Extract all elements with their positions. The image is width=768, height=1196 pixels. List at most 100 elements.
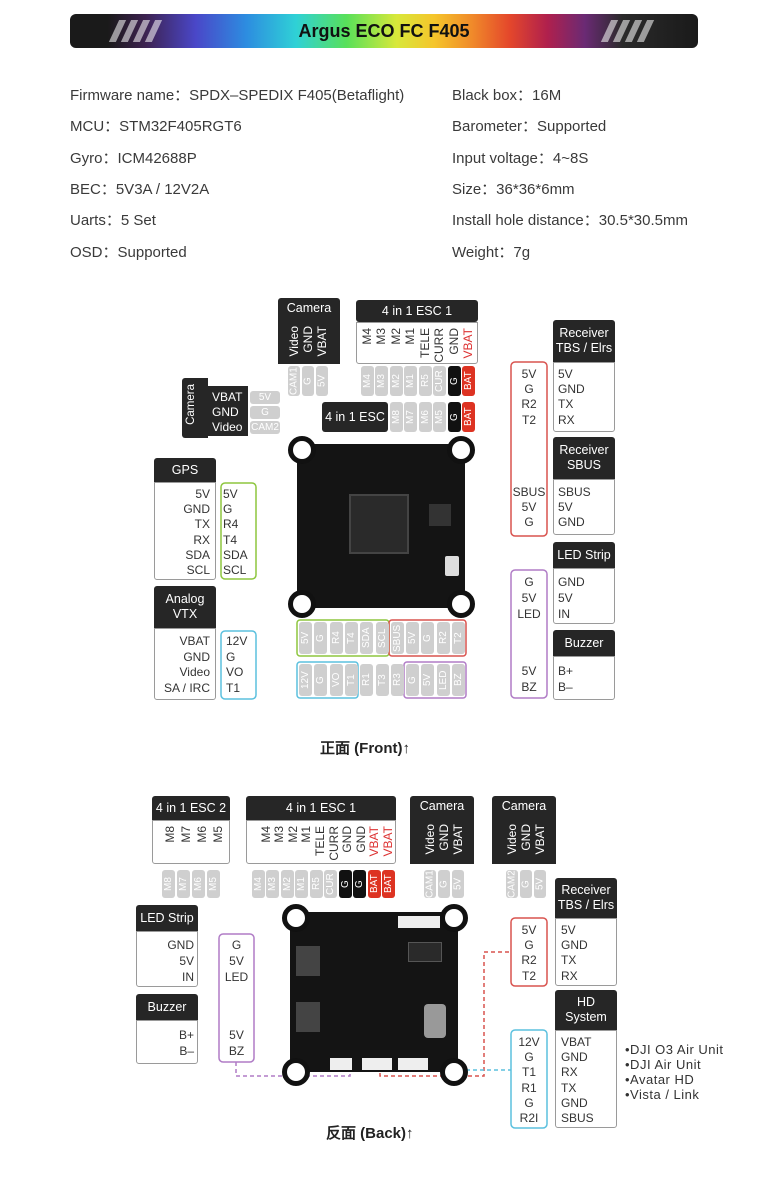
esc-pad: M2 xyxy=(389,366,403,396)
back-rx-fc-label: T2 xyxy=(521,968,536,983)
back-esc2-header: 4 in 1 ESC 2 xyxy=(152,796,230,820)
rx-fc-label: T2 xyxy=(521,412,536,427)
back-buzzer-pin-label: B+ xyxy=(178,1028,194,1042)
camera2-pin-label: Video xyxy=(212,420,243,434)
hd-compat-item: •Avatar HD xyxy=(625,1072,695,1087)
back-esc1-pin-label: VBAT xyxy=(367,826,382,857)
back-led-fc-label: G xyxy=(231,938,242,952)
rx-pin-label: RX xyxy=(558,412,575,427)
back-led-fc-label: 5V xyxy=(229,954,244,968)
led-pin-label: IN xyxy=(558,607,570,621)
back-rx-pin-label: GND xyxy=(561,938,588,953)
back-esc1-box xyxy=(246,820,396,864)
boot-button xyxy=(445,556,459,576)
back-esc2-pad: M8 xyxy=(162,870,175,898)
spec-line: Weight：7g xyxy=(452,243,531,261)
hd-fc-label: R2I xyxy=(519,1111,539,1125)
mount-hole xyxy=(440,904,468,932)
rx-fc-label: 5V xyxy=(521,367,537,381)
title-banner: Argus ECO FC F405 xyxy=(70,14,698,48)
mount-hole xyxy=(447,436,475,464)
gps-pin-label: SCL xyxy=(186,563,210,577)
back-camera1-pad: CAM1 xyxy=(424,870,436,898)
mount-hole xyxy=(282,904,310,932)
hd-pin-label: GND xyxy=(561,1050,588,1065)
front-buzzer-box xyxy=(553,656,615,700)
back-esc2-pad: M7 xyxy=(177,870,190,898)
back-esc2-pad: M6 xyxy=(192,870,205,898)
back-buzzer-fc-label: 5V xyxy=(229,1028,244,1042)
esc2-pad: M6 xyxy=(418,402,432,432)
inductor xyxy=(296,946,320,976)
back-esc1-pad: M4 xyxy=(251,870,265,898)
sbus-fc-label: SBUS xyxy=(512,485,546,499)
back-buzzer-header: Buzzer xyxy=(136,994,198,1020)
hd-pin-label: RX xyxy=(561,1065,578,1080)
bottom-pad-row1: T2 xyxy=(452,622,465,654)
spec-line: Gyro：ICM42688P xyxy=(70,149,197,167)
back-camera2-pad: 5V xyxy=(534,870,546,898)
bottom-pad-row1: T4 xyxy=(344,622,358,654)
camera2-pin-label: VBAT xyxy=(212,390,243,404)
front-camera1-body xyxy=(278,318,340,364)
back-esc1-pad: R5 xyxy=(309,870,323,898)
fc-board-back xyxy=(290,912,458,1072)
vtx-pin-label: VBAT xyxy=(179,634,210,648)
gps-fc-label: SDA xyxy=(223,547,248,562)
mount-hole xyxy=(447,590,475,618)
back-rx-tbs-box xyxy=(555,918,617,986)
rx-fc-label: R2 xyxy=(521,397,537,412)
mount-hole xyxy=(288,436,316,464)
mcu-chip xyxy=(349,494,409,554)
bottom-pad-row2: LED xyxy=(436,664,450,696)
esc2-pad: M7 xyxy=(404,402,417,432)
vtx-fc-label: T1 xyxy=(226,680,241,695)
back-esc2-pin-label: M5 xyxy=(211,826,225,843)
esc-pin-label: VBAT xyxy=(461,328,475,359)
spec-line: Install hole distance：30.5*30.5mm xyxy=(452,212,688,230)
vtx-header: Analog VTX xyxy=(154,586,216,628)
spec-line: Barometer：Supported xyxy=(452,118,607,136)
back-camera2-pin-label: GND xyxy=(519,824,533,851)
esc-pin-label: M3 xyxy=(374,328,388,345)
sbus-pin-label: SBUS xyxy=(558,485,591,499)
back-camera1-pin-label: VBAT xyxy=(451,824,465,855)
back-camera1-pin-label: GND xyxy=(437,824,451,851)
esc-pad: M1 xyxy=(404,366,417,396)
camera-pad: CAM1 xyxy=(288,366,300,396)
back-rx-tbs-header: Receiver TBS / Elrs xyxy=(555,878,617,918)
back-esc1-pin-label: VBAT xyxy=(381,826,395,857)
led-fc-label: G xyxy=(524,575,534,589)
gps-pin-label: 5V xyxy=(195,487,210,501)
front-esc2-header: 4 in 1 ESC 2 xyxy=(322,402,388,454)
back-led-box xyxy=(136,931,198,987)
back-rx-fc-label: G xyxy=(524,938,534,953)
buzzer-fc-label: BZ xyxy=(521,680,537,694)
gps-pin-label: RX xyxy=(193,532,210,547)
back-esc1-pin-label: M1 xyxy=(299,826,314,843)
esc-pad: M4 xyxy=(360,366,374,396)
rx-pin-label: GND xyxy=(558,382,585,397)
front-esc1-box xyxy=(356,322,478,364)
back-led-pin-label: IN xyxy=(182,970,194,984)
back-esc2-box xyxy=(152,820,230,864)
bottom-pad-row2: T3 xyxy=(375,664,389,696)
hd-fc-label: G xyxy=(524,1050,534,1065)
hd-compat-item: •DJI Air Unit xyxy=(625,1057,702,1072)
back-camera1-pin-label: Video xyxy=(423,824,437,855)
inductor xyxy=(296,1002,320,1032)
esc-pad: R5 xyxy=(418,366,432,396)
back-esc1-pin-label: M4 xyxy=(258,826,273,843)
gps-box xyxy=(154,482,216,580)
back-buzzer-box xyxy=(136,1020,198,1064)
esc2-pad: G xyxy=(447,402,461,432)
esc2-pad: M8 xyxy=(389,402,403,432)
hd-system-header: HD System xyxy=(555,990,617,1030)
back-esc1-pin-label: M3 xyxy=(272,826,287,843)
rx-pin-label: 5V xyxy=(558,367,573,381)
camera2-pad: G xyxy=(250,406,280,419)
bottom-pad-row1: SDA xyxy=(360,622,374,654)
esc-pin-label: TELE xyxy=(417,328,432,359)
gps-fc-label: G xyxy=(223,502,233,517)
bottom-pad-row2: BZ xyxy=(452,664,465,696)
